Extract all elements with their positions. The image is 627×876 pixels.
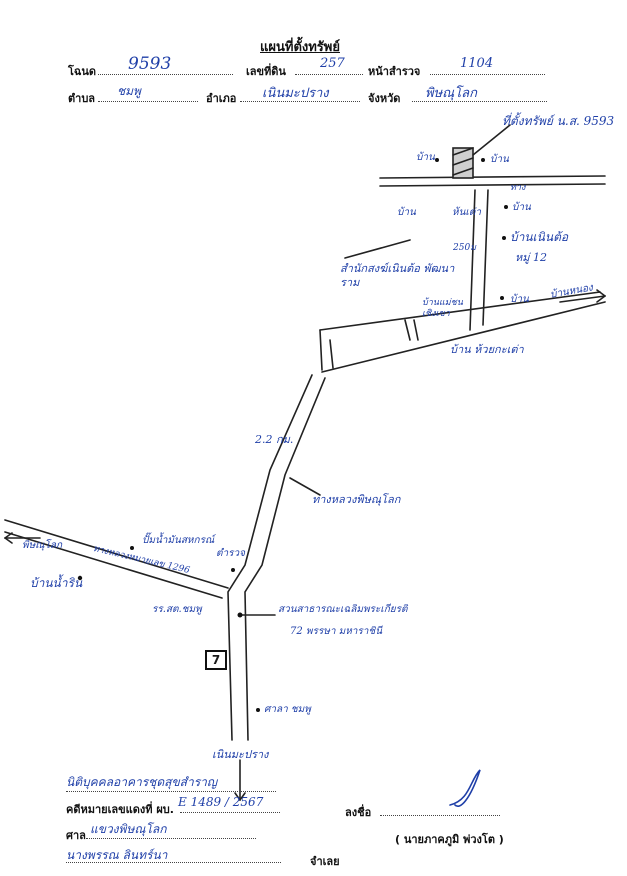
ban-school-label: บ้านแม่ชน เชิงเขา bbox=[422, 298, 463, 319]
leader-office bbox=[344, 239, 411, 259]
province-underline bbox=[412, 101, 547, 102]
road-top-upper bbox=[379, 175, 606, 179]
court-value: แขวงพิษณุโลก bbox=[90, 822, 167, 836]
house-label-5: บ้าน bbox=[510, 294, 529, 305]
road-top-lower bbox=[379, 183, 606, 187]
defendant-suffix: จำเลย bbox=[310, 855, 340, 868]
road-diag-upper bbox=[319, 291, 601, 331]
moo-label: หมู่ 12 bbox=[515, 251, 547, 264]
signer-name: ( นายภาคภูมิ พ่วงโต ) bbox=[395, 833, 504, 846]
deed-label: โฉนด bbox=[68, 65, 97, 78]
court-label: ศาล bbox=[66, 829, 86, 842]
sign-label: ลงชื่อ bbox=[345, 806, 372, 819]
plaintiff-line: นิติบุคคลอาคารชุดสุขสำราญ bbox=[66, 775, 218, 789]
leader-property bbox=[472, 124, 511, 156]
house-label-3: บ้าน bbox=[397, 207, 416, 218]
road-stub-1 bbox=[319, 329, 323, 371]
park-line-1: สวนสาธารณะเฉลิมพระเกียรติ bbox=[278, 604, 408, 615]
road-side-2 bbox=[482, 189, 489, 326]
district-underline bbox=[240, 101, 360, 102]
defendant-line: นางพรรณ ลินทร์นา bbox=[66, 848, 168, 862]
deed-underline bbox=[98, 74, 233, 75]
road-small-1 bbox=[404, 319, 411, 341]
road-side-1 bbox=[469, 189, 476, 331]
case-underline bbox=[180, 812, 280, 813]
bottom-direction-label: เนินมะปราง bbox=[212, 748, 269, 761]
page-title: แผนที่ตั้งทรัพย์ bbox=[260, 40, 340, 55]
sign-underline bbox=[380, 815, 500, 816]
survey-page-underline bbox=[430, 74, 545, 75]
road-main-left bbox=[227, 374, 313, 741]
land-no-underline bbox=[295, 74, 363, 75]
distance-km-label: 2.2 กม. bbox=[255, 433, 294, 446]
park-line-2: 72 พรรษา มหาราชินี bbox=[290, 626, 383, 637]
survey-page-value: 1104 bbox=[460, 56, 494, 71]
house-label-2: บ้าน bbox=[490, 154, 509, 165]
school-label: รร.สต.ชมพู bbox=[152, 604, 202, 615]
defendant-underline bbox=[66, 862, 281, 863]
subdistrict-value: ชมพู bbox=[117, 84, 141, 98]
phitsanulok-left-label: พิษณุโลก bbox=[22, 540, 63, 551]
highway-label: ทางหลวงพิษณุโลก bbox=[312, 493, 401, 506]
plaintiff-underline bbox=[66, 791, 276, 792]
signature-mark bbox=[449, 769, 481, 807]
district-value: เนินมะปราง bbox=[262, 86, 329, 101]
house-label-4: บ้าน bbox=[512, 202, 531, 213]
case-value: E 1489 / 2567 bbox=[178, 795, 264, 809]
subdistrict-underline bbox=[98, 101, 198, 102]
case-label: คดีหมายเลขแดงที่ ผบ. bbox=[66, 803, 174, 816]
hut-label: ห้นเต่า bbox=[452, 207, 481, 218]
province-value: พิษณุโลก bbox=[425, 86, 478, 101]
gas-station-label: ปั๊มน้ำมันสหกรณ์ bbox=[142, 535, 215, 546]
province-label: จังหวัด bbox=[368, 92, 401, 105]
deed-value: 9593 bbox=[128, 54, 172, 74]
district-label: อำเภอ bbox=[206, 92, 237, 105]
police-label: ตำรวจ bbox=[216, 548, 245, 559]
subdistrict-label: ตำบล bbox=[68, 92, 96, 105]
road-main-right bbox=[244, 377, 326, 741]
land-no-label: เลขที่ดิน bbox=[246, 65, 286, 78]
office-label: สำนักสงฆ์เนินต้อ พัฒนาราม bbox=[340, 262, 455, 289]
ban-kokdue-label: บ้าน ห้วยกะเต่า bbox=[450, 343, 524, 356]
road-left-upper bbox=[4, 519, 229, 589]
land-no-value: 257 bbox=[320, 56, 345, 71]
road-small-2 bbox=[413, 319, 419, 341]
road-diag-lower bbox=[321, 301, 606, 373]
road-stub-2 bbox=[329, 339, 334, 369]
ban-nern-label: บ้านเนินต้อ bbox=[510, 230, 569, 244]
road-left-lower bbox=[4, 531, 223, 599]
court-underline bbox=[86, 838, 256, 839]
ban-nam-rin-label: บ้านน้ำริน bbox=[30, 576, 83, 590]
box-number: 7 bbox=[205, 650, 227, 670]
house-label-1: บ้าน bbox=[416, 152, 435, 163]
leader-highway bbox=[289, 477, 321, 496]
temple-label: ศาลา ชมพู bbox=[264, 704, 311, 715]
survey-page-label: หน้าสำรวจ bbox=[368, 65, 421, 78]
road-label: ทาง bbox=[510, 183, 526, 193]
distance-250-label: 250ม bbox=[453, 243, 477, 253]
arrow-right bbox=[559, 295, 606, 303]
property-label: ที่ตั้งทรัพย์ น.ส. 9593 bbox=[502, 114, 615, 128]
